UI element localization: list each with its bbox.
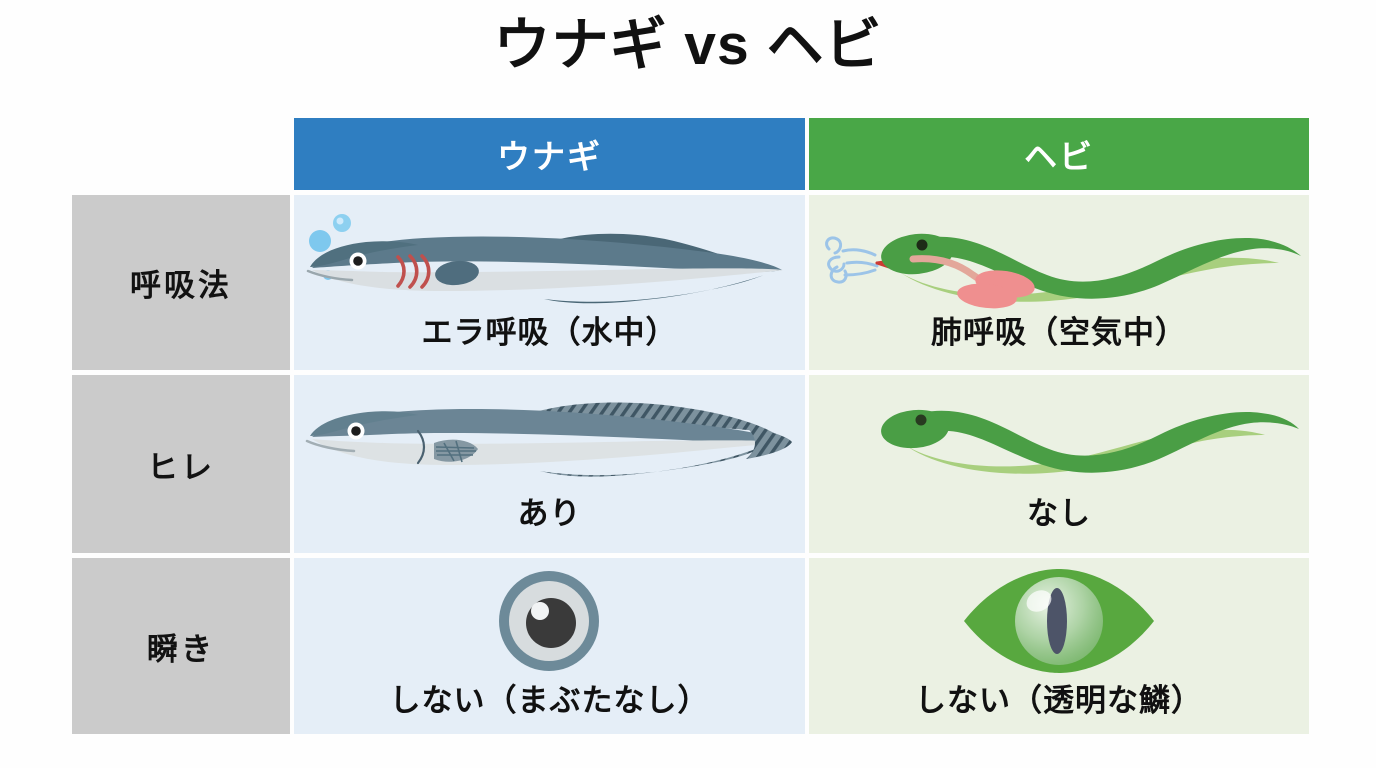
cell-snake-fins: なし	[809, 375, 1309, 553]
cell-snake-blinking: しない（透明な鱗）	[809, 558, 1309, 734]
snake-with-lungs-and-air-icon	[809, 201, 1309, 319]
cell-label-snake-fins: なし	[1027, 496, 1091, 531]
cell-label-eel-fins: あり	[517, 496, 582, 531]
row-header-breathing: 呼吸法	[72, 195, 290, 370]
cell-label-snake-blinking: しない（透明な鱗）	[915, 683, 1203, 718]
page-title: ウナギ vs ヘビ	[493, 13, 883, 77]
row-header-fins: ヒレ	[72, 375, 290, 553]
row-header-blinking: 瞬き	[72, 558, 290, 734]
snake-eye-with-transparent-scale-icon	[809, 566, 1309, 676]
snake-without-fins-icon	[809, 379, 1309, 495]
cell-snake-breathing: 肺呼吸（空気中）	[809, 195, 1309, 370]
comparison-table: ウナギ ヘビ 呼吸法	[72, 118, 1309, 735]
column-header-eel: ウナギ	[294, 118, 805, 190]
eel-with-gills-and-bubbles-icon	[294, 201, 805, 319]
cell-label-eel-blinking: しない（まぶたなし）	[389, 683, 710, 718]
cell-eel-fins: あり	[294, 375, 805, 553]
table-corner-blank	[72, 118, 290, 190]
eel-with-fins-icon	[294, 379, 805, 495]
cell-label-eel-breathing: エラ呼吸（水中）	[421, 315, 678, 350]
cell-eel-breathing: エラ呼吸（水中）	[294, 195, 805, 370]
eel-eye-icon	[294, 566, 805, 676]
cell-eel-blinking: しない（まぶたなし）	[294, 558, 805, 734]
column-header-snake: ヘビ	[809, 118, 1309, 190]
cell-label-snake-breathing: 肺呼吸（空気中）	[931, 315, 1187, 350]
